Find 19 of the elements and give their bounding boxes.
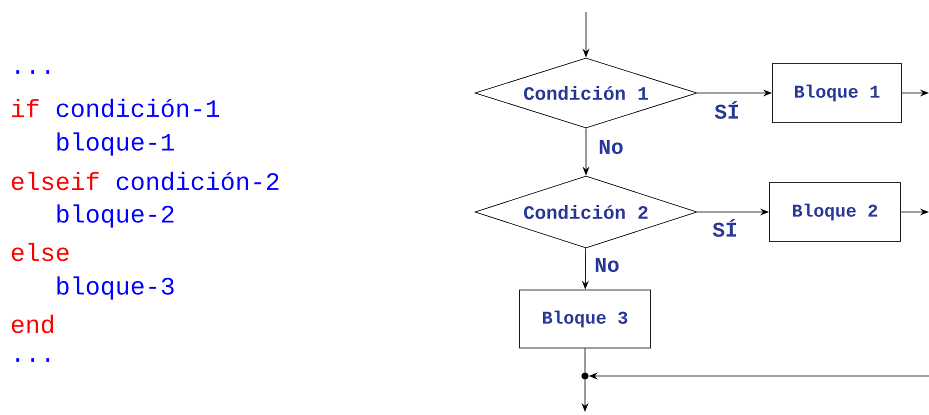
- process-box: Bloque 3: [519, 290, 651, 348]
- process-box: Bloque 2: [769, 182, 901, 242]
- process-box: Bloque 1: [772, 63, 902, 123]
- code-text: ...: [16, 358, 50, 362]
- code-text: bloque-3: [57, 276, 174, 300]
- code-text: else: [12, 242, 69, 262]
- edge-label: SÍ: [711, 218, 739, 238]
- code-text: if: [12, 98, 39, 118]
- code-text: condición-1: [56, 98, 219, 118]
- edge-label: No: [597, 138, 625, 156]
- edge-label: SÍ: [713, 100, 741, 120]
- junction-dot: [582, 372, 588, 380]
- code-text: ...: [16, 70, 50, 74]
- code-text: elseif: [12, 172, 99, 190]
- code-text: end: [12, 314, 54, 334]
- edge-label: No: [593, 257, 621, 274]
- code-text: condición-2: [116, 172, 278, 190]
- code-text: bloque-2: [57, 204, 174, 228]
- code-text: bloque-1: [57, 132, 174, 156]
